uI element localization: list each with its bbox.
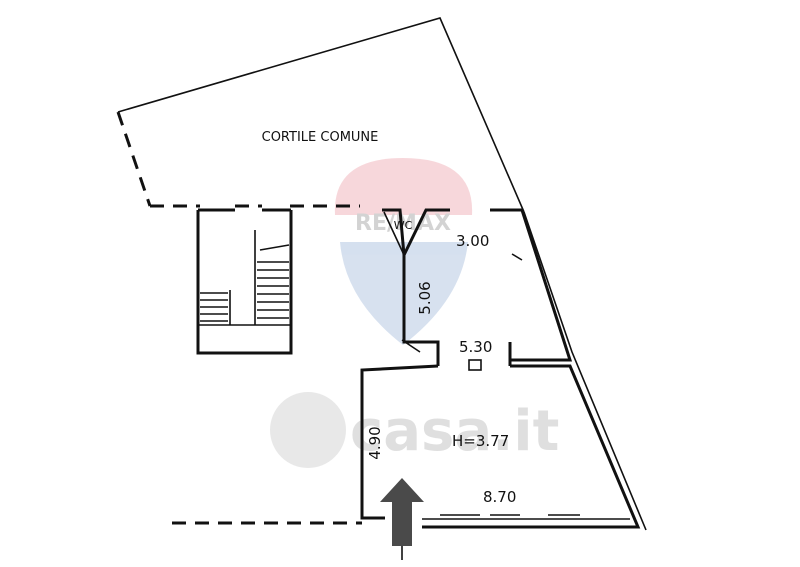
dimension-top-height: 5.06 — [416, 281, 434, 314]
ceiling-height-label: H=3.77 — [452, 432, 509, 450]
main-room-walls — [360, 364, 641, 529]
staircase-block — [196, 208, 293, 355]
outer-boundary — [523, 211, 647, 531]
wc-label: WC — [394, 219, 413, 232]
entrance-arrow-icon — [380, 478, 424, 546]
dimension-lower-width: 5.30 — [459, 338, 492, 356]
courtyard-label: CORTILE COMUNE — [262, 130, 379, 145]
dimension-top-width: 3.00 — [456, 232, 489, 250]
dimension-main-width: 8.70 — [483, 488, 516, 506]
courtyard-boundary — [116, 17, 525, 213]
casa-watermark-text: casa.it — [350, 399, 559, 464]
casa-watermark: casa.it — [270, 392, 559, 468]
upper-room-walls — [382, 208, 573, 371]
dimension-main-height: 4.90 — [366, 426, 384, 459]
